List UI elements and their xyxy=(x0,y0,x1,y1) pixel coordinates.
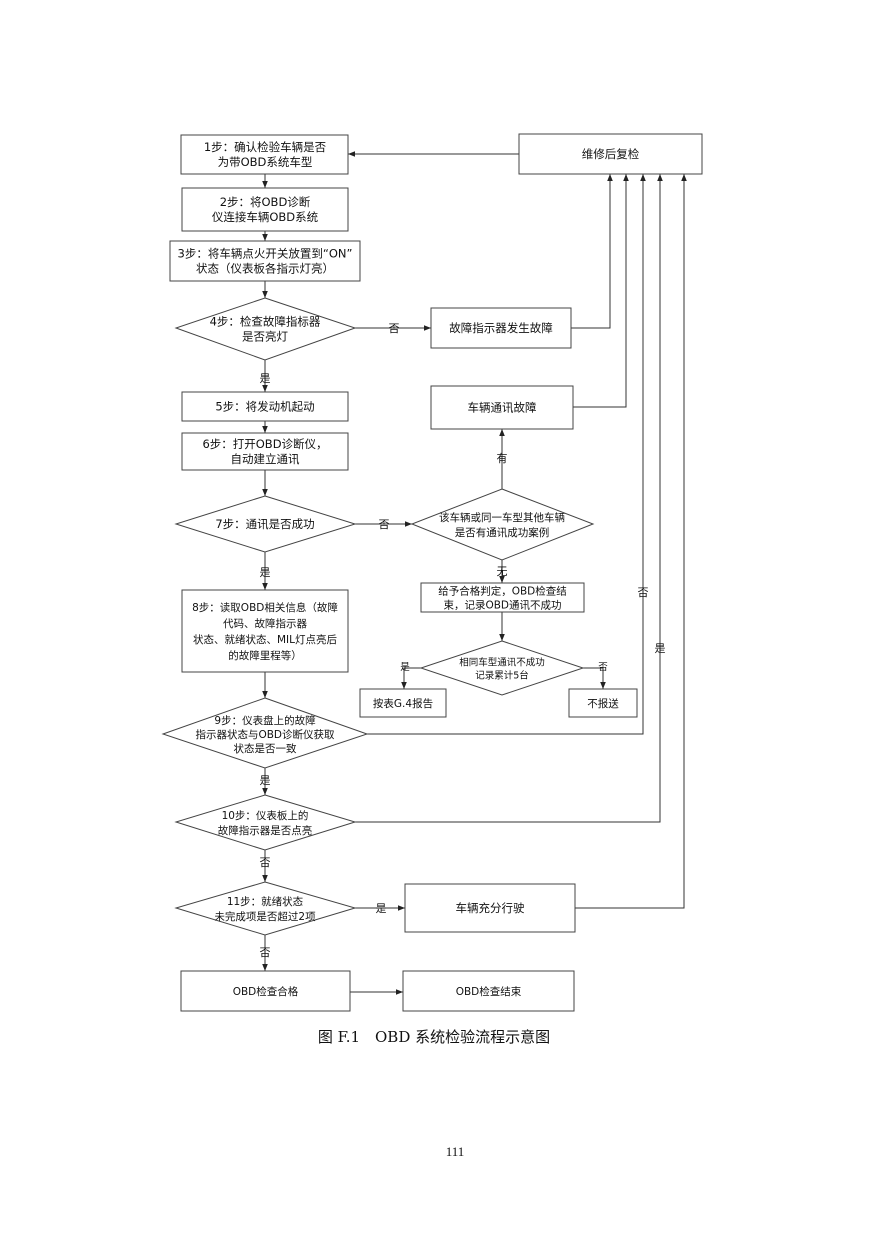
label-step9-yes: 是 xyxy=(260,774,271,787)
step6-box xyxy=(181,432,349,471)
figure-caption: 图 F.1 OBD 系统检验流程示意图 xyxy=(318,1028,550,1046)
pass-record-text-line: 束，记录OBD通讯不成功 xyxy=(443,599,561,612)
label-step9-no: 否 xyxy=(638,586,649,599)
page-number: 111 xyxy=(446,1144,465,1159)
step5-text-line: 5步：将发动机起动 xyxy=(215,400,314,414)
recheck-box xyxy=(518,133,703,175)
step11-diamond xyxy=(174,881,357,936)
step8-text-line: 代码、故障指示器 xyxy=(223,617,307,630)
edge-countcheck-noreport xyxy=(583,667,606,689)
mil-fault-box xyxy=(430,307,572,349)
step8-text-line: 的故障里程等） xyxy=(228,649,302,662)
drive-box xyxy=(404,883,576,933)
count-check-text-line: 相同车型通讯不成功 xyxy=(459,657,545,669)
label-step11-no: 否 xyxy=(260,946,271,959)
count-check-text-line: 记录累计5台 xyxy=(475,670,529,682)
step3-text-line: 3步：将车辆点火开关放置到“ON” xyxy=(178,247,353,261)
step2-box xyxy=(181,187,349,232)
pass-record-text-line: 给予合格判定，OBD检查结 xyxy=(438,585,567,598)
recheck-text-line: 维修后复检 xyxy=(582,147,640,161)
label-count-yes: 是 xyxy=(400,662,410,673)
step9-text-line: 9步：仪表盘上的故障 xyxy=(214,714,316,727)
report-g4-text-line: 按表G.4报告 xyxy=(373,697,433,710)
edge-step9-recheck xyxy=(367,174,646,735)
pass-record-box xyxy=(420,582,585,613)
step3-box xyxy=(169,240,361,282)
report-g4-box xyxy=(359,688,447,718)
step3-text-line: 状态（仪表板各指示灯亮） xyxy=(196,262,334,276)
label-step10-yes: 是 xyxy=(655,642,666,655)
mil-fault-text-line: 故障指示器发生故障 xyxy=(449,321,553,335)
step2-text-line: 仪连接车辆OBD系统 xyxy=(212,210,319,224)
comm-fault-text-line: 车辆通讯故障 xyxy=(468,401,537,415)
no-report-box xyxy=(568,688,638,718)
label-case-yes: 有 xyxy=(497,451,508,465)
comm-fault-box xyxy=(430,385,574,430)
edge-milfault-recheck xyxy=(571,174,613,329)
label-step11-yes: 是 xyxy=(376,902,387,915)
step9-text-line: 指示器状态与OBD诊断仪获取 xyxy=(195,728,335,741)
flow-edges xyxy=(262,151,687,995)
step8-text-line: 状态、就绪状态、MIL灯点亮后 xyxy=(193,633,337,646)
label-step10-no: 否 xyxy=(260,856,271,869)
step8-text-line: 8步：读取OBD相关信息（故障 xyxy=(192,601,338,614)
label-step4-yes: 是 xyxy=(260,372,271,385)
step10-text-line: 故障指示器是否点亮 xyxy=(218,824,313,837)
step9-diamond xyxy=(161,697,369,769)
step7-text-line: 7步：通讯是否成功 xyxy=(215,517,314,531)
edge-step10-recheck xyxy=(355,174,663,823)
step9-text-line: 状态是否一致 xyxy=(234,742,297,755)
count-check-diamond xyxy=(419,640,585,696)
step4-text-line: 是否亮灯 xyxy=(242,330,288,344)
case-check-diamond xyxy=(410,488,595,561)
step1-box xyxy=(180,134,349,175)
step6-text-line: 6步：打开OBD诊断仪， xyxy=(202,437,327,451)
obd-pass-box xyxy=(180,970,351,1012)
label-step7-no: 否 xyxy=(379,518,390,531)
case-check-text-line: 是否有通讯成功案例 xyxy=(455,526,550,539)
step10-diamond xyxy=(174,794,357,851)
edge-label-layer: 否 是 有 否 是 无 是 否 否 是 是 否 是 否 xyxy=(260,322,666,959)
step10-text-line: 10步：仪表板上的 xyxy=(222,809,309,822)
edge-drive-recheck xyxy=(575,174,687,909)
step11-text-line: 11步：就绪状态 xyxy=(227,895,304,908)
obd-end-box xyxy=(402,970,575,1012)
step5-box xyxy=(181,391,349,422)
step2-text-line: 2步：将OBD诊断 xyxy=(220,195,311,209)
step8-box xyxy=(181,589,349,673)
step1-text-line: 1步：确认检验车辆是否 xyxy=(204,140,327,154)
case-check-text-line: 该车辆或同一车型其他车辆 xyxy=(439,511,565,524)
step6-text-line: 自动建立通讯 xyxy=(231,452,300,466)
step4-diamond xyxy=(174,297,357,361)
step11-text-line: 未完成项是否超过2项 xyxy=(214,910,316,923)
edge-countcheck-report xyxy=(401,667,421,689)
label-step4-no: 否 xyxy=(389,322,400,335)
no-report-text-line: 不报送 xyxy=(587,697,619,710)
label-case-no: 无 xyxy=(497,565,508,578)
label-step7-yes: 是 xyxy=(260,566,271,579)
flow-nodes xyxy=(161,133,703,1012)
label-count-no: 否 xyxy=(598,662,608,673)
drive-text-line: 车辆充分行驶 xyxy=(456,901,525,915)
edge-commfault-recheck xyxy=(573,174,629,408)
step1-text-line: 为带OBD系统车型 xyxy=(218,155,313,169)
obd-end-text-line: OBD检查结束 xyxy=(456,985,522,998)
step4-text-line: 4步：检查故障指标器 xyxy=(210,315,321,329)
step7-diamond xyxy=(174,495,357,553)
obd-pass-text-line: OBD检查合格 xyxy=(233,985,299,998)
